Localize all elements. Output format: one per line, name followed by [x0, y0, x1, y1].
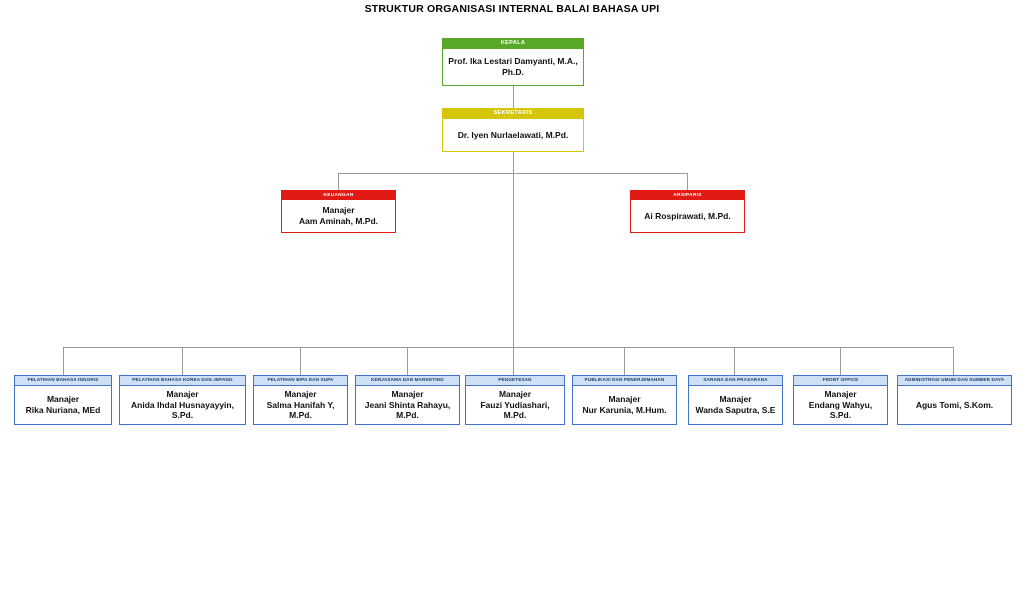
node-unit-7-header: SARANA DAN PRASARANA	[689, 376, 782, 386]
node-unit-4-header: KERJASAMA DAN MARKETING	[356, 376, 459, 386]
node-arsiparis[interactable]: ARSIPARIS Ai Rospirawati, M.Pd.	[630, 190, 745, 233]
connector-drop-unit-5	[513, 347, 514, 375]
node-kepala[interactable]: KEPALA Prof. Ika Lestari Damyanti, M.A.,…	[442, 38, 584, 86]
connector-drop-unit-3	[300, 347, 301, 375]
node-unit-2-header: PELATIHAN BAHASA KOREA DAN JEPANG	[120, 376, 245, 386]
node-arsiparis-header: ARSIPARIS	[631, 191, 744, 201]
connector-drop-arsiparis	[687, 173, 688, 190]
connector-drop-unit-7	[734, 347, 735, 375]
node-sekretaris[interactable]: SEKRETARIS Dr. Iyen Nurlaelawati, M.Pd.	[442, 108, 584, 152]
node-unit-3-name: Salma Hanifah Y, M.Pd.	[266, 399, 335, 421]
node-unit-5-name: Fauzi Yudiashari, M.Pd.	[480, 399, 550, 421]
node-unit-3-body: Manajer Salma Hanifah Y, M.Pd.	[254, 386, 347, 424]
node-unit-4-role: Manajer	[391, 388, 424, 399]
node-sekretaris-name: Dr. Iyen Nurlaelawati, M.Pd.	[457, 129, 569, 140]
node-keuangan-body: Manajer Aam Aminah, M.Pd.	[282, 200, 395, 232]
node-unit-8-body: Manajer Endang Wahyu, S.Pd.	[794, 386, 887, 424]
node-unit-6-header: PUBLIKASI DAN PENERJEMAHAN	[573, 376, 676, 386]
node-unit-1-name: Rika Nuriana, MEd	[25, 404, 101, 415]
node-unit-6-role: Manajer	[608, 394, 641, 405]
node-arsiparis-body: Ai Rospirawati, M.Pd.	[631, 200, 744, 232]
node-kepala-body: Prof. Ika Lestari Damyanti, M.A., Ph.D.	[443, 49, 583, 85]
node-unit-2-role: Manajer	[166, 388, 199, 399]
node-unit-publikasi-dan-penerjemahan[interactable]: PUBLIKASI DAN PENERJEMAHAN Manajer Nur K…	[572, 375, 677, 425]
node-kepala-header: KEPALA	[443, 39, 583, 49]
node-unit-pelatihan-bahasa-inggris[interactable]: PELATIHAN BAHASA INGGRIS Manajer Rika Nu…	[14, 375, 112, 425]
node-unit-6-name: Nur Karunia, M.Hum.	[582, 404, 667, 415]
node-keuangan-role: Manajer	[322, 205, 355, 216]
node-sekretaris-header: SEKRETARIS	[443, 109, 583, 119]
page-title: STRUKTUR ORGANISASI INTERNAL BALAI BAHAS…	[364, 3, 660, 15]
node-unit-administrasi-umum-dan-sumber-daya[interactable]: ADMINISTRASI UMUM DAN SUMBER DAYA Agus T…	[897, 375, 1012, 425]
connector-drop-unit-6	[624, 347, 625, 375]
node-unit-5-body: Manajer Fauzi Yudiashari, M.Pd.	[466, 386, 564, 424]
connector-sekretaris-trunk	[513, 152, 514, 348]
node-unit-1-header: PELATIHAN BAHASA INGGRIS	[15, 376, 111, 386]
node-unit-7-body: Manajer Wanda Saputra, S.E	[689, 386, 782, 424]
node-unit-pengetesan[interactable]: PENGETESAN Manajer Fauzi Yudiashari, M.P…	[465, 375, 565, 425]
node-unit-5-role: Manajer	[498, 388, 532, 399]
connector-drop-unit-2	[182, 347, 183, 375]
connector-bus-bottom	[63, 347, 954, 348]
node-unit-9-body: Agus Tomi, S.Kom.	[898, 386, 1011, 424]
node-unit-3-role: Manajer	[284, 388, 317, 399]
connector-kepala-to-sekretaris	[513, 86, 514, 108]
node-keuangan-header: KEUANGAN	[282, 191, 395, 201]
node-unit-7-name: Wanda Saputra, S.E	[695, 404, 776, 415]
node-unit-8-name: Endang Wahyu, S.Pd.	[808, 399, 873, 421]
node-arsiparis-name: Ai Rospirawati, M.Pd.	[644, 210, 731, 221]
node-unit-4-name: Jeani Shinta Rahayu, M.Pd.	[364, 399, 451, 421]
connector-drop-unit-4	[407, 347, 408, 375]
node-keuangan-name: Aam Aminah, M.Pd.	[298, 216, 379, 227]
connector-bus-middle	[338, 173, 688, 174]
node-unit-kerjasama-dan-marketing[interactable]: KERJASAMA DAN MARKETING Manajer Jeani Sh…	[355, 375, 460, 425]
connector-drop-unit-8	[840, 347, 841, 375]
node-keuangan[interactable]: KEUANGAN Manajer Aam Aminah, M.Pd.	[281, 190, 396, 233]
node-unit-pelatihan-bahasa-korea-dan-jepang[interactable]: PELATIHAN BAHASA KOREA DAN JEPANG Manaje…	[119, 375, 246, 425]
node-unit-4-body: Manajer Jeani Shinta Rahayu, M.Pd.	[356, 386, 459, 424]
node-unit-pelatihan-bipa-dan-supa[interactable]: PELATIHAN BIPA DAN SUPA Manajer Salma Ha…	[253, 375, 348, 425]
connector-drop-keuangan	[338, 173, 339, 190]
connector-drop-unit-1	[63, 347, 64, 375]
node-unit-8-header: FRONT OFFICE	[794, 376, 887, 386]
node-unit-2-body: Manajer Anida Ihdal Husnayayyin, S.Pd.	[120, 386, 245, 424]
node-unit-6-body: Manajer Nur Karunia, M.Hum.	[573, 386, 676, 424]
node-unit-3-header: PELATIHAN BIPA DAN SUPA	[254, 376, 347, 386]
connector-drop-unit-9	[953, 347, 954, 375]
node-unit-sarana-dan-prasarana[interactable]: SARANA DAN PRASARANA Manajer Wanda Saput…	[688, 375, 783, 425]
node-unit-1-role: Manajer	[46, 394, 80, 405]
node-unit-5-header: PENGETESAN	[466, 376, 564, 386]
node-unit-front-office[interactable]: FRONT OFFICE Manajer Endang Wahyu, S.Pd.	[793, 375, 888, 425]
node-unit-9-header: ADMINISTRASI UMUM DAN SUMBER DAYA	[898, 376, 1011, 386]
node-kepala-name: Prof. Ika Lestari Damyanti, M.A., Ph.D.	[448, 56, 578, 77]
node-unit-9-name: Agus Tomi, S.Kom.	[915, 399, 994, 410]
node-unit-1-body: Manajer Rika Nuriana, MEd	[15, 386, 111, 424]
node-unit-8-role: Manajer	[824, 388, 857, 399]
node-unit-7-role: Manajer	[719, 394, 752, 405]
node-sekretaris-body: Dr. Iyen Nurlaelawati, M.Pd.	[443, 119, 583, 151]
node-unit-2-name: Anida Ihdal Husnayayyin, S.Pd.	[131, 399, 234, 421]
